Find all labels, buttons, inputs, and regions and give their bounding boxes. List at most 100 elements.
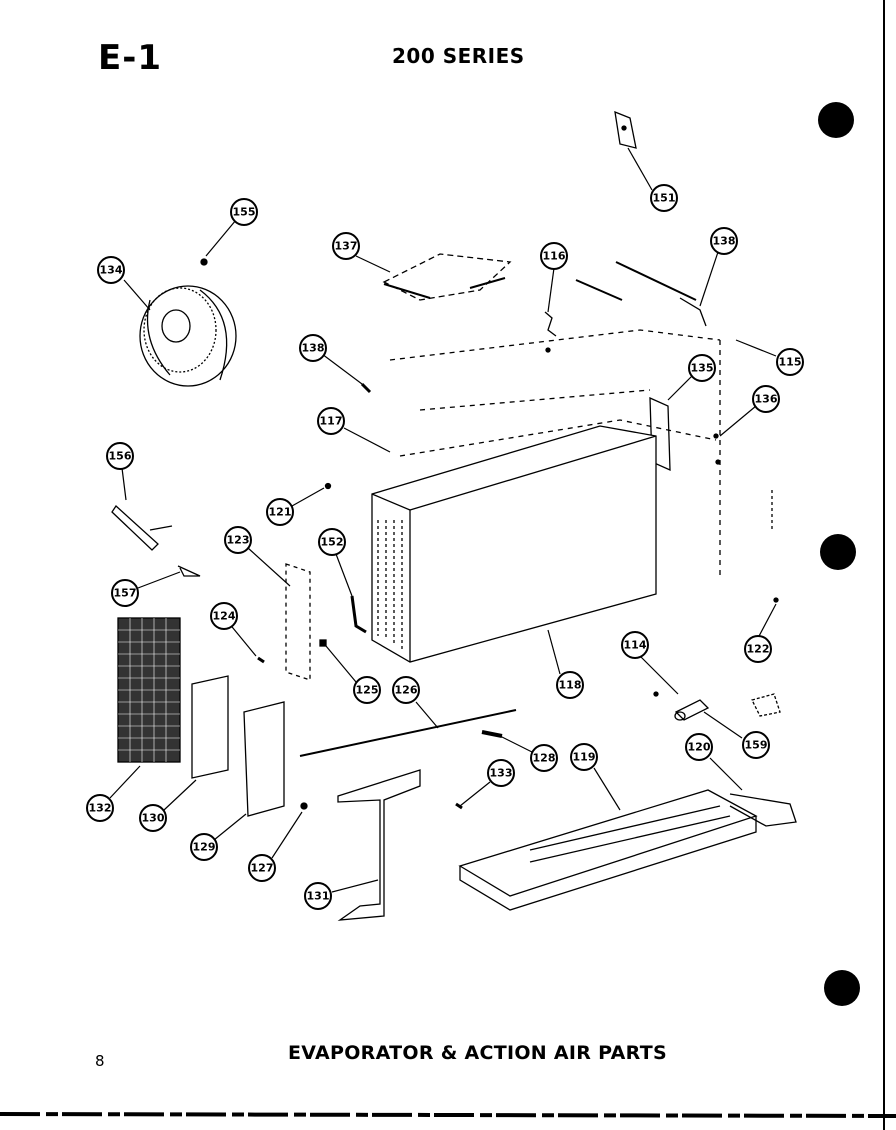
part-138-screw-left bbox=[360, 382, 372, 394]
part-131-support-bracket bbox=[337, 769, 421, 921]
svg-text:157: 157 bbox=[114, 587, 137, 600]
svg-text:115: 115 bbox=[779, 356, 802, 369]
svg-text:118: 118 bbox=[559, 679, 582, 692]
part-137-top-panel bbox=[382, 253, 512, 301]
svg-text:114: 114 bbox=[624, 639, 647, 652]
svg-text:132: 132 bbox=[89, 802, 112, 815]
part-120-channel bbox=[729, 793, 797, 827]
svg-text:138: 138 bbox=[302, 342, 325, 355]
callout-123: 123 bbox=[224, 526, 252, 554]
binder-hole-middle bbox=[820, 534, 856, 570]
series-title: 200 SERIES bbox=[392, 44, 525, 68]
svg-text:152: 152 bbox=[321, 536, 344, 549]
callout-138-upper: 138 bbox=[710, 227, 738, 255]
page-bottom-edge bbox=[0, 1112, 896, 1118]
svg-text:121: 121 bbox=[269, 506, 292, 519]
callout-133: 133 bbox=[487, 759, 515, 787]
binder-hole-top bbox=[818, 102, 854, 138]
svg-text:127: 127 bbox=[251, 862, 274, 875]
callout-136: 136 bbox=[752, 385, 780, 413]
part-157-tube bbox=[177, 565, 201, 577]
callout-129: 129 bbox=[190, 833, 218, 861]
callout-127: 127 bbox=[248, 854, 276, 882]
svg-text:138: 138 bbox=[713, 235, 736, 248]
part-116-clip bbox=[544, 311, 557, 353]
part-155-screw bbox=[200, 258, 208, 266]
page-code: E-1 bbox=[98, 38, 162, 78]
svg-text:131: 131 bbox=[307, 890, 330, 903]
svg-text:116: 116 bbox=[543, 250, 566, 263]
callout-121: 121 bbox=[266, 498, 294, 526]
svg-text:119: 119 bbox=[573, 751, 596, 764]
part-151-bracket bbox=[614, 110, 637, 149]
callout-126: 126 bbox=[392, 676, 420, 704]
part-134-blower-wheel bbox=[139, 285, 237, 387]
part-122-screw bbox=[773, 597, 779, 603]
part-119-base-tray bbox=[458, 789, 758, 911]
svg-text:134: 134 bbox=[100, 264, 123, 277]
part-123-side-panel bbox=[285, 563, 311, 681]
callout-132: 132 bbox=[86, 794, 114, 822]
svg-text:124: 124 bbox=[213, 610, 236, 623]
callout-125: 125 bbox=[353, 676, 381, 704]
callout-155: 155 bbox=[230, 198, 258, 226]
callout-152: 152 bbox=[318, 528, 346, 556]
svg-text:126: 126 bbox=[395, 684, 418, 697]
part-136-bracket bbox=[713, 433, 721, 465]
callout-116: 116 bbox=[540, 242, 568, 270]
part-133-screw bbox=[455, 802, 463, 810]
callout-leader-lines bbox=[109, 147, 777, 893]
svg-text:120: 120 bbox=[688, 741, 711, 754]
part-124-screw bbox=[257, 656, 265, 664]
svg-text:155: 155 bbox=[233, 206, 256, 219]
callout-115: 115 bbox=[776, 348, 804, 376]
callout-122: 122 bbox=[744, 635, 772, 663]
callout-119: 119 bbox=[570, 743, 598, 771]
callout-114: 114 bbox=[621, 631, 649, 659]
part-159-pipe bbox=[674, 699, 710, 721]
callout-137: 137 bbox=[332, 232, 360, 260]
svg-text:129: 129 bbox=[193, 841, 216, 854]
part-130-panel bbox=[191, 675, 229, 779]
svg-text:156: 156 bbox=[109, 450, 132, 463]
part-129-panel bbox=[243, 701, 285, 817]
part-132-filter-grille bbox=[117, 617, 181, 763]
callout-134: 134 bbox=[97, 256, 125, 284]
callout-117: 117 bbox=[317, 407, 345, 435]
callout-138-left: 138 bbox=[299, 334, 327, 362]
callout-131: 131 bbox=[304, 882, 332, 910]
part-121-screw bbox=[324, 482, 332, 490]
part-128-spring bbox=[481, 730, 503, 738]
svg-text:151: 151 bbox=[653, 192, 676, 205]
callout-124: 124 bbox=[210, 602, 238, 630]
callout-135: 135 bbox=[688, 354, 716, 382]
svg-text:128: 128 bbox=[533, 752, 556, 765]
callout-157: 157 bbox=[111, 579, 139, 607]
svg-text:130: 130 bbox=[142, 812, 165, 825]
svg-text:136: 136 bbox=[755, 393, 778, 406]
binder-hole-bottom bbox=[824, 970, 860, 1006]
part-118-evaporator-coil bbox=[371, 425, 657, 663]
svg-text:133: 133 bbox=[490, 767, 513, 780]
svg-text:122: 122 bbox=[747, 643, 770, 656]
svg-text:125: 125 bbox=[356, 684, 379, 697]
part-125-clip bbox=[319, 639, 327, 647]
part-114-screw bbox=[653, 691, 659, 697]
part-138-rod-upper bbox=[575, 261, 707, 327]
callout-151: 151 bbox=[650, 184, 678, 212]
svg-text:137: 137 bbox=[335, 240, 358, 253]
svg-text:123: 123 bbox=[227, 534, 250, 547]
part-152-tube bbox=[350, 595, 367, 634]
callout-130: 130 bbox=[139, 804, 167, 832]
callout-156: 156 bbox=[106, 442, 134, 470]
part-127-screw bbox=[300, 802, 308, 810]
part-small-bracket bbox=[751, 693, 781, 717]
page-number: 8 bbox=[95, 1052, 105, 1070]
diagram-title: EVAPORATOR & ACTION AIR PARTS bbox=[288, 1042, 667, 1064]
callout-128: 128 bbox=[530, 744, 558, 772]
callout-120: 120 bbox=[685, 733, 713, 761]
callout-118: 118 bbox=[556, 671, 584, 699]
callout-159: 159 bbox=[742, 731, 770, 759]
